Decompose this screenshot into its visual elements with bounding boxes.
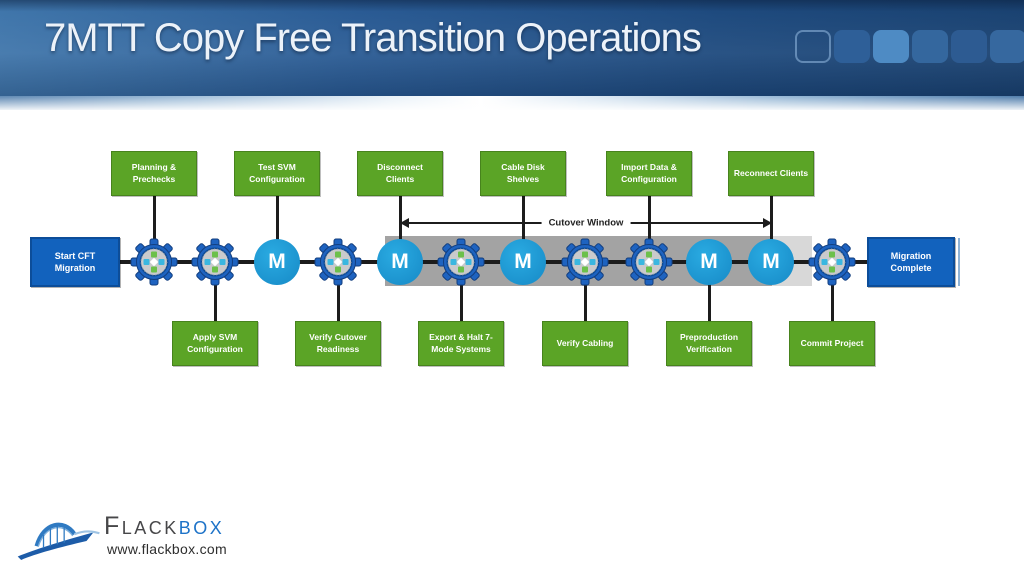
step-box: Planning & Prechecks xyxy=(111,151,197,196)
connector-line xyxy=(153,196,156,262)
decorative-square xyxy=(951,30,987,63)
decorative-square-outline xyxy=(795,30,831,63)
gear-icon xyxy=(191,238,239,286)
gear-icon xyxy=(130,238,178,286)
connector-line xyxy=(831,262,834,322)
slide-header: 7MTT Copy Free Transition Operations xyxy=(0,0,1024,96)
cutover-window-label: Cutover Window xyxy=(541,217,631,229)
m-node: M xyxy=(254,239,300,285)
end-box: Migration Complete xyxy=(867,237,955,287)
step-box: Verify Cutover Readiness xyxy=(295,321,381,366)
gear-icon xyxy=(437,238,485,286)
start-box: Start CFT Migration xyxy=(30,237,120,287)
brand-flack: Flack xyxy=(104,511,179,540)
m-node: M xyxy=(377,239,423,285)
connector-line xyxy=(460,262,463,322)
step-box: Import Data & Configuration xyxy=(606,151,692,196)
footer: Flackbox www.flackbox.com xyxy=(16,508,227,562)
end-tick-line xyxy=(958,238,960,286)
decorative-square xyxy=(873,30,909,63)
step-box: Commit Project xyxy=(789,321,875,366)
connector-line xyxy=(708,262,711,322)
gear-icon xyxy=(625,238,673,286)
header-shine-strip xyxy=(0,96,1024,110)
step-box: Disconnect Clients xyxy=(357,151,443,196)
connector-line xyxy=(276,196,279,262)
connector-line xyxy=(214,262,217,322)
gear-icon xyxy=(314,238,362,286)
step-box: Verify Cabling xyxy=(542,321,628,366)
connector-line xyxy=(584,262,587,322)
step-box: Apply SVM Configuration xyxy=(172,321,258,366)
slide-title: 7MTT Copy Free Transition Operations xyxy=(44,16,702,60)
connector-line xyxy=(648,196,651,262)
timeline xyxy=(119,260,869,264)
connector-line xyxy=(399,196,402,262)
transition-diagram: Cutover Window Start CFT Migration Migra… xyxy=(0,110,1024,410)
step-box: Test SVM Configuration xyxy=(234,151,320,196)
m-node: M xyxy=(686,239,732,285)
m-node: M xyxy=(500,239,546,285)
brand-name: Flackbox xyxy=(104,511,227,540)
step-box: Cable Disk Shelves xyxy=(480,151,566,196)
step-box: Reconnect Clients xyxy=(728,151,814,196)
step-box: Export & Halt 7-Mode Systems xyxy=(418,321,504,366)
connector-line xyxy=(337,262,340,322)
connector-line xyxy=(770,196,773,262)
decorative-square xyxy=(912,30,948,63)
gear-icon xyxy=(561,238,609,286)
connector-line xyxy=(522,196,525,262)
brand-box: box xyxy=(178,511,225,540)
decorative-square xyxy=(990,30,1024,63)
step-box: Preproduction Verification xyxy=(666,321,752,366)
gear-icon xyxy=(808,238,856,286)
header-decoration xyxy=(795,30,1024,63)
decorative-square xyxy=(834,30,870,63)
flackbox-logo-icon xyxy=(17,522,100,560)
arrow-head-right xyxy=(763,218,772,228)
m-node: M xyxy=(748,239,794,285)
brand-url: www.flackbox.com xyxy=(107,540,227,557)
arrow-head-left xyxy=(400,218,409,228)
